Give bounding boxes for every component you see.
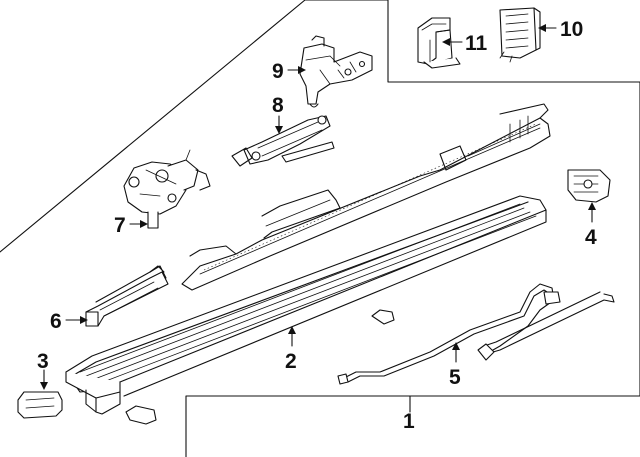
callout-11: 11 <box>465 32 488 55</box>
callout-5: 5 <box>449 366 461 389</box>
callout-3: 3 <box>37 350 49 373</box>
part-4-latch <box>567 169 611 203</box>
inset-parts-10-11 <box>417 7 541 69</box>
callout-1: 1 <box>403 410 415 433</box>
clip-upper <box>371 309 395 325</box>
callout-9: 9 <box>272 60 284 83</box>
part-3-handle <box>17 391 63 419</box>
part-5-cable <box>337 283 615 385</box>
callout-6: 6 <box>50 310 62 333</box>
part-8-bracket <box>231 115 335 167</box>
part-10-module <box>499 7 541 63</box>
part-9-housing <box>299 35 373 108</box>
callout-7: 7 <box>114 214 126 237</box>
part-2-lower-rail <box>65 195 547 415</box>
callout-4: 4 <box>585 226 597 249</box>
leaders <box>40 24 596 413</box>
upper-channel-rail <box>181 103 551 291</box>
callout-10: 10 <box>560 18 583 41</box>
callout-2: 2 <box>285 350 297 373</box>
callout-8: 8 <box>272 94 284 117</box>
clip-lower <box>125 405 157 425</box>
part-6-arm <box>85 265 169 327</box>
part-11-bracket <box>417 17 461 69</box>
part-7-motor <box>123 149 211 229</box>
